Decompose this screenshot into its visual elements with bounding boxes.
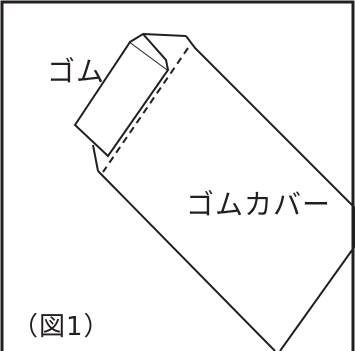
rubber-cover-lower-edge <box>97 170 276 351</box>
figure-caption: （図1） <box>12 312 111 342</box>
rubber-cover-fold-edge <box>92 144 99 172</box>
rubber-piece-fold <box>129 32 169 71</box>
rubber-label: ゴム <box>47 55 106 88</box>
rubber-cover-label: ゴムカバー <box>186 188 332 221</box>
rubber-cover-body <box>185 35 355 351</box>
rubber-cover-top-edge <box>142 33 187 37</box>
stitch-line <box>102 47 189 173</box>
